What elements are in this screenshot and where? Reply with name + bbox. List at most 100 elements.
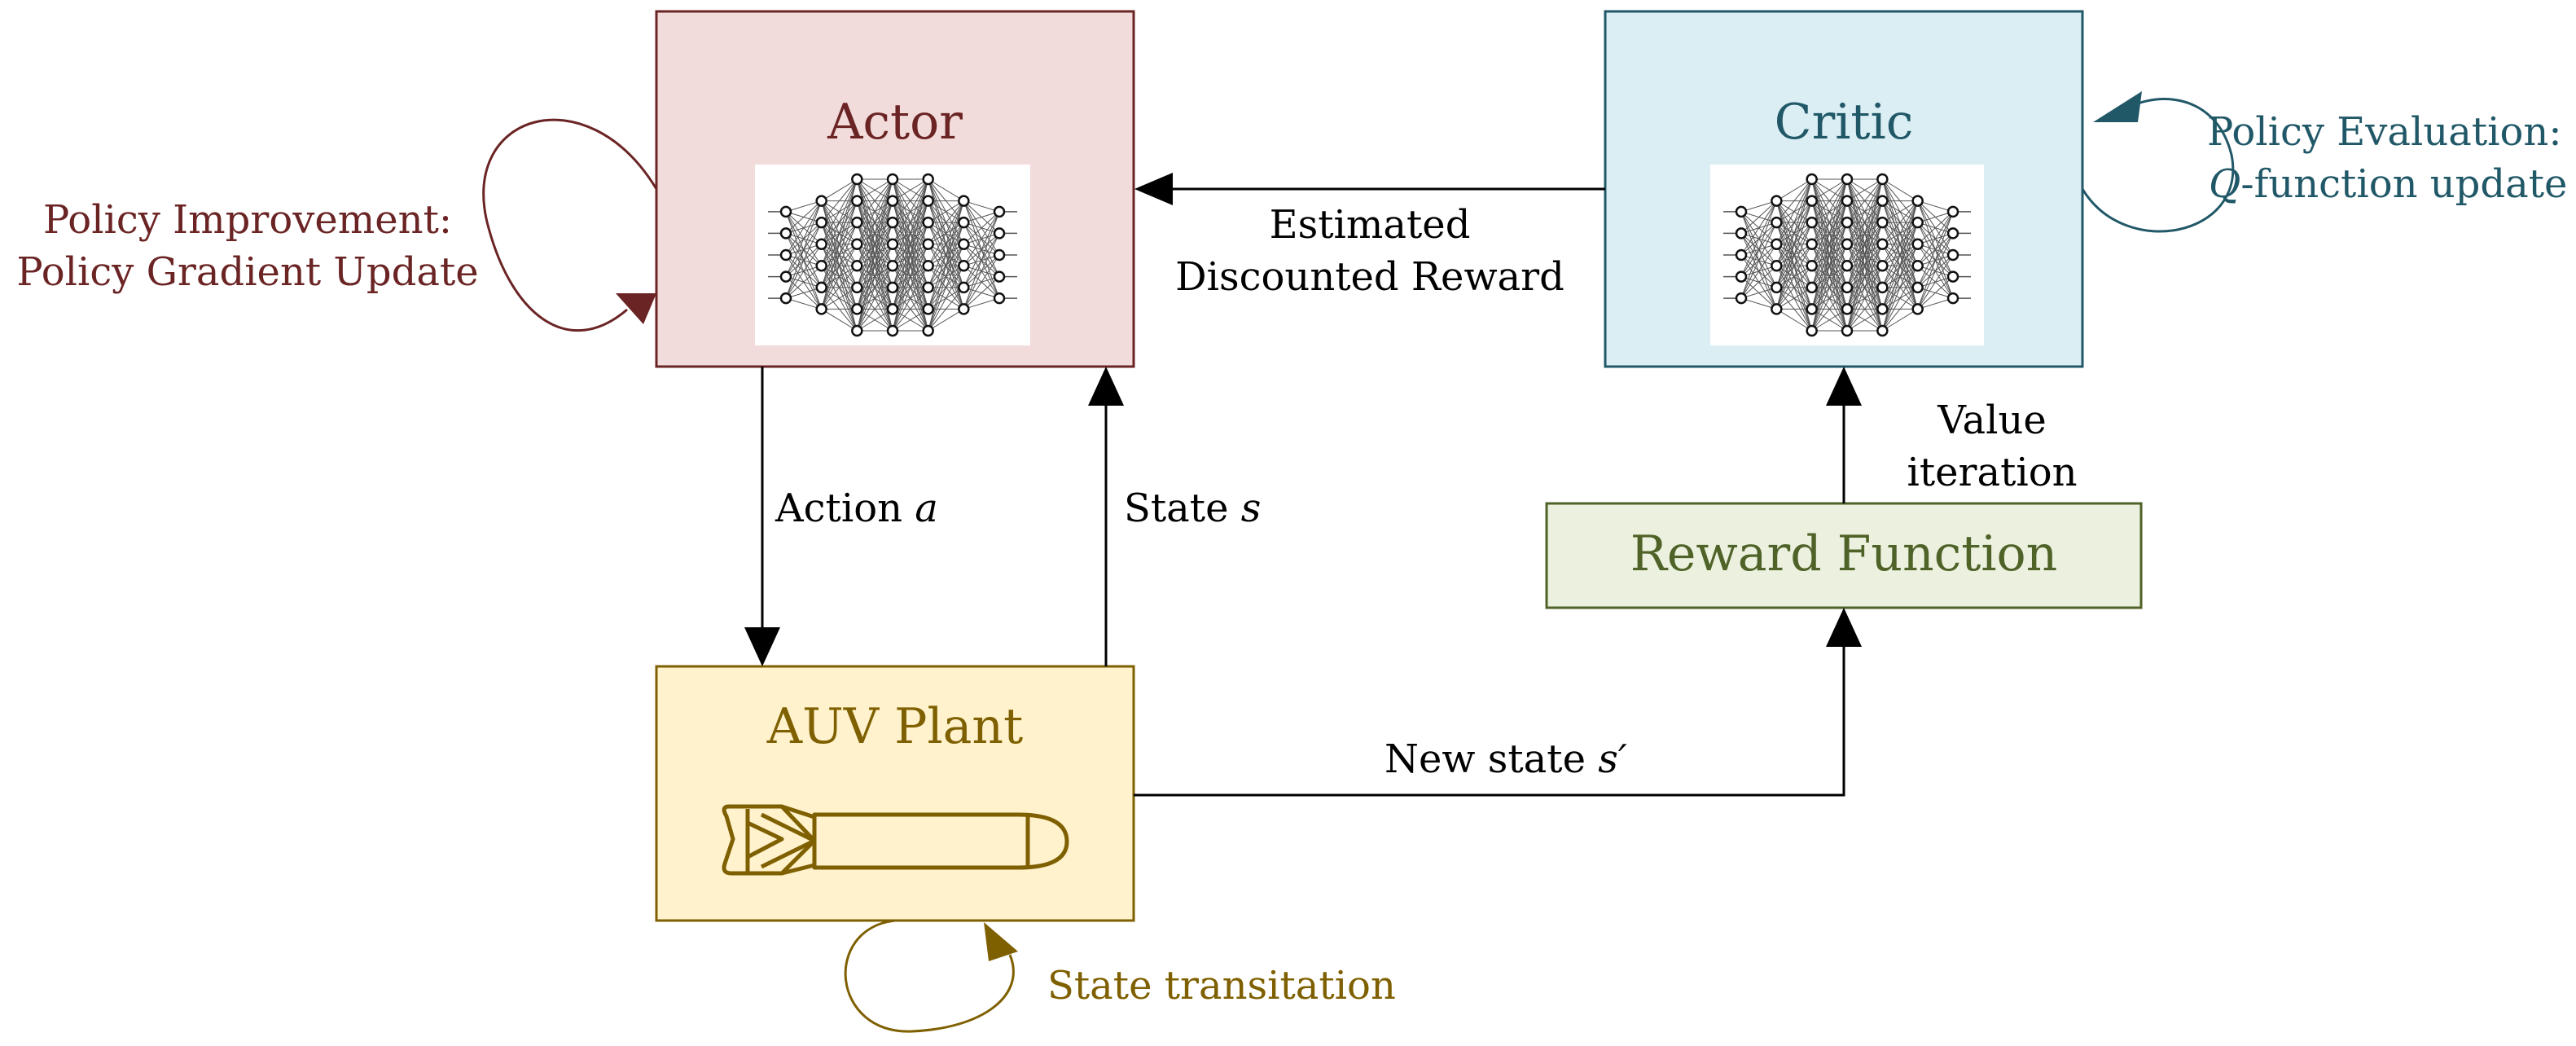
nn-node: [779, 227, 792, 240]
nn-connection: [928, 266, 964, 332]
edge-critic-to-actor: Estimated Discounted Reward: [1134, 173, 1605, 300]
nn-connection: [1846, 178, 1883, 332]
nn-connection: [1775, 265, 1813, 310]
edge-plant-to-reward: New state s′: [1134, 608, 1862, 797]
nn-connection: [928, 200, 964, 310]
nn-node: [1911, 216, 1924, 229]
nn-connection: [892, 222, 929, 332]
nn-node: [1806, 216, 1818, 229]
nn-node: [1841, 216, 1854, 229]
nn-connection: [856, 287, 893, 332]
nn-connection: [1846, 244, 1883, 332]
nn-connection: [1917, 254, 1954, 310]
neural-network-icon: [755, 165, 1030, 345]
arrowhead-up: [1826, 367, 1862, 406]
nn-node: [1841, 195, 1854, 207]
nn-connection: [785, 200, 823, 256]
policy-improvement-line2: Policy Gradient Update: [16, 249, 478, 295]
action-label: Action a: [775, 486, 938, 531]
nn-node: [851, 173, 863, 186]
nn-connection: [1811, 178, 1848, 223]
nn-node: [886, 281, 899, 294]
nn-node: [958, 216, 970, 229]
nn-node: [1771, 216, 1783, 229]
nn-connection: [892, 287, 929, 332]
estimated-label-line2: Discounted Reward: [1175, 254, 1564, 300]
arrowhead-up: [1088, 367, 1124, 406]
nn-connection: [928, 200, 964, 245]
nn-node: [1841, 303, 1854, 315]
nn-node: [1806, 195, 1818, 207]
nn-node: [1806, 303, 1818, 315]
nn-connection: [963, 211, 1000, 223]
arrowhead-loop: [616, 293, 656, 324]
nn-node: [922, 238, 934, 250]
nn-connection: [821, 244, 858, 310]
nn-node: [1841, 173, 1854, 186]
auv-icon: [722, 804, 1069, 876]
nn-node: [922, 216, 934, 229]
nn-node: [1876, 281, 1889, 294]
nn-node: [1806, 238, 1818, 250]
nn-node: [993, 248, 1006, 262]
policy-evaluation-line2: Q-function update: [2209, 161, 2567, 207]
nn-connection: [892, 266, 929, 332]
nn-connection: [785, 287, 822, 299]
nn-connection: [1740, 244, 1777, 299]
nn-connection: [1881, 200, 1919, 288]
nn-connection: [928, 200, 964, 332]
nn-node: [886, 216, 899, 229]
policy-evaluation-line1: Policy Evaluation:: [2207, 109, 2562, 155]
plant-box: [655, 665, 1135, 922]
nn-node: [993, 205, 1006, 218]
nn-connection: [1846, 178, 1883, 244]
nn-node: [1735, 205, 1748, 218]
nn-node: [1876, 260, 1889, 272]
nn-node: [886, 303, 899, 315]
nn-connection: [857, 178, 893, 201]
nn-node: [1841, 324, 1854, 337]
nn-connection: [1846, 309, 1883, 332]
nn-connection: [856, 178, 893, 244]
nn-connection: [1775, 178, 1813, 223]
nn-connection: [821, 265, 858, 310]
nn-connection: [1882, 200, 1918, 223]
nn-connection: [785, 297, 822, 310]
nn-node: [1946, 270, 1959, 283]
nn-connection: [1846, 287, 1883, 332]
nn-connection: [1917, 211, 1954, 266]
nn-connection: [928, 287, 964, 332]
arrowhead-loop: [984, 922, 1018, 961]
nn-connection: [785, 200, 823, 299]
critic-title: Critic: [1775, 94, 1914, 151]
nn-connection: [963, 211, 1000, 266]
nn-connection: [892, 309, 928, 332]
plant-block: AUV Plant: [655, 665, 1135, 922]
nn-node: [886, 324, 899, 337]
nn-connection: [821, 178, 858, 201]
nn-connection: [892, 178, 929, 332]
nn-panel: [1710, 165, 1984, 345]
nn-connection: [963, 297, 1000, 310]
nn-connection: [821, 178, 858, 288]
estimated-label-line1: Estimated: [1270, 202, 1471, 248]
nn-node: [779, 292, 792, 305]
edge-reward-to-critic: Value iteration: [1826, 367, 2078, 503]
nn-connection: [928, 178, 964, 201]
nn-connection: [856, 266, 893, 332]
nn-connection: [1882, 309, 1918, 332]
arrowhead-left: [1134, 173, 1173, 205]
nn-connection: [821, 287, 858, 310]
nn-node: [958, 281, 970, 294]
nn-connection: [963, 211, 1000, 310]
nn-connection: [928, 244, 964, 332]
nn-node: [1946, 227, 1959, 240]
nn-connection: [856, 200, 893, 332]
nn-connection: [821, 178, 858, 244]
nn-connection: [1881, 287, 1919, 332]
nn-connection: [963, 254, 1000, 310]
nn-connection: [892, 178, 929, 223]
nn-node: [1841, 260, 1854, 272]
nn-connection: [892, 178, 929, 244]
reward-block: Reward Function: [1545, 502, 2143, 609]
